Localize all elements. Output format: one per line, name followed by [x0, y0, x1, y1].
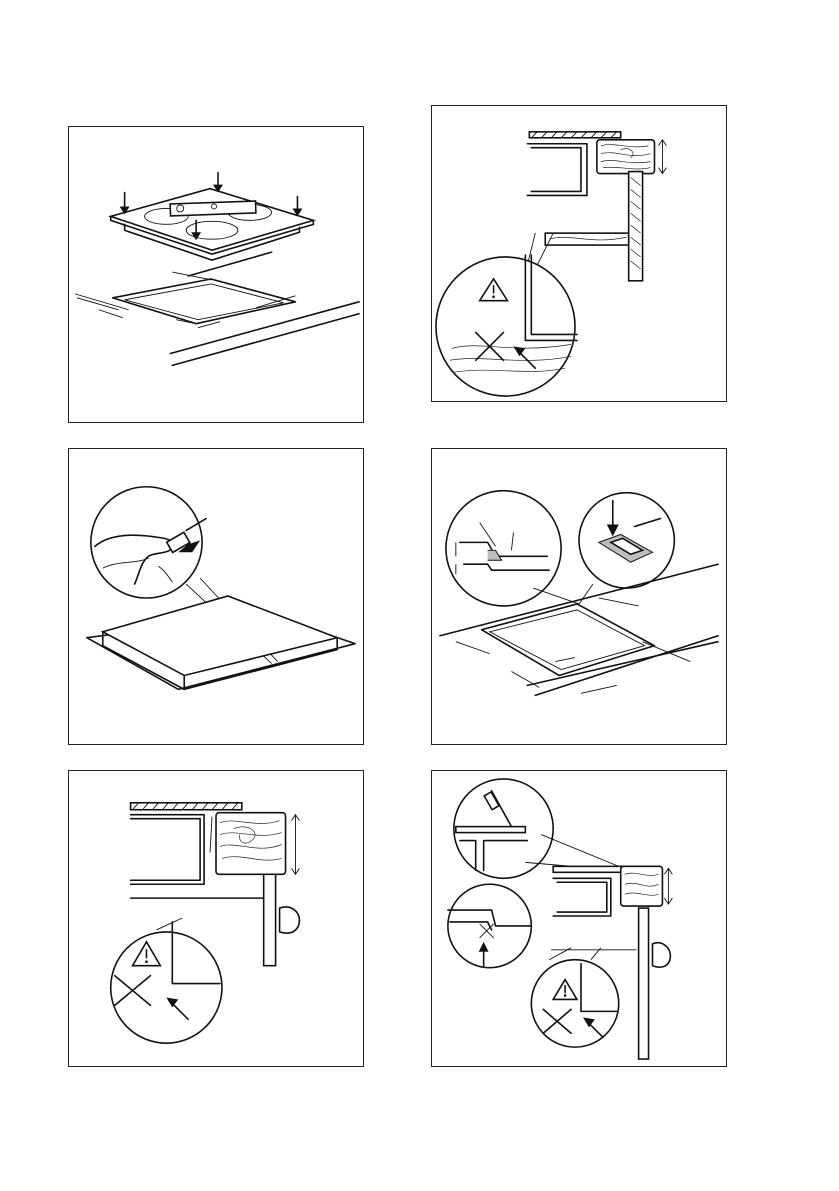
silicone-sealing-illustration [432, 771, 726, 1066]
figure-seal-corner-detail [431, 448, 727, 745]
figure-worktop-front-warning [68, 770, 364, 1067]
hob-installation-illustration [69, 127, 363, 422]
figure-worktop-edge-warning [431, 105, 727, 402]
worktop-section-illustration [432, 106, 726, 401]
figure-seal-strip [68, 448, 364, 745]
seal-corner-illustration [432, 449, 726, 744]
seal-application-illustration [69, 449, 363, 744]
figure-silicone-sealing [431, 770, 727, 1067]
figure-hob-into-cutout [68, 126, 364, 423]
worktop-front-illustration [69, 771, 363, 1066]
